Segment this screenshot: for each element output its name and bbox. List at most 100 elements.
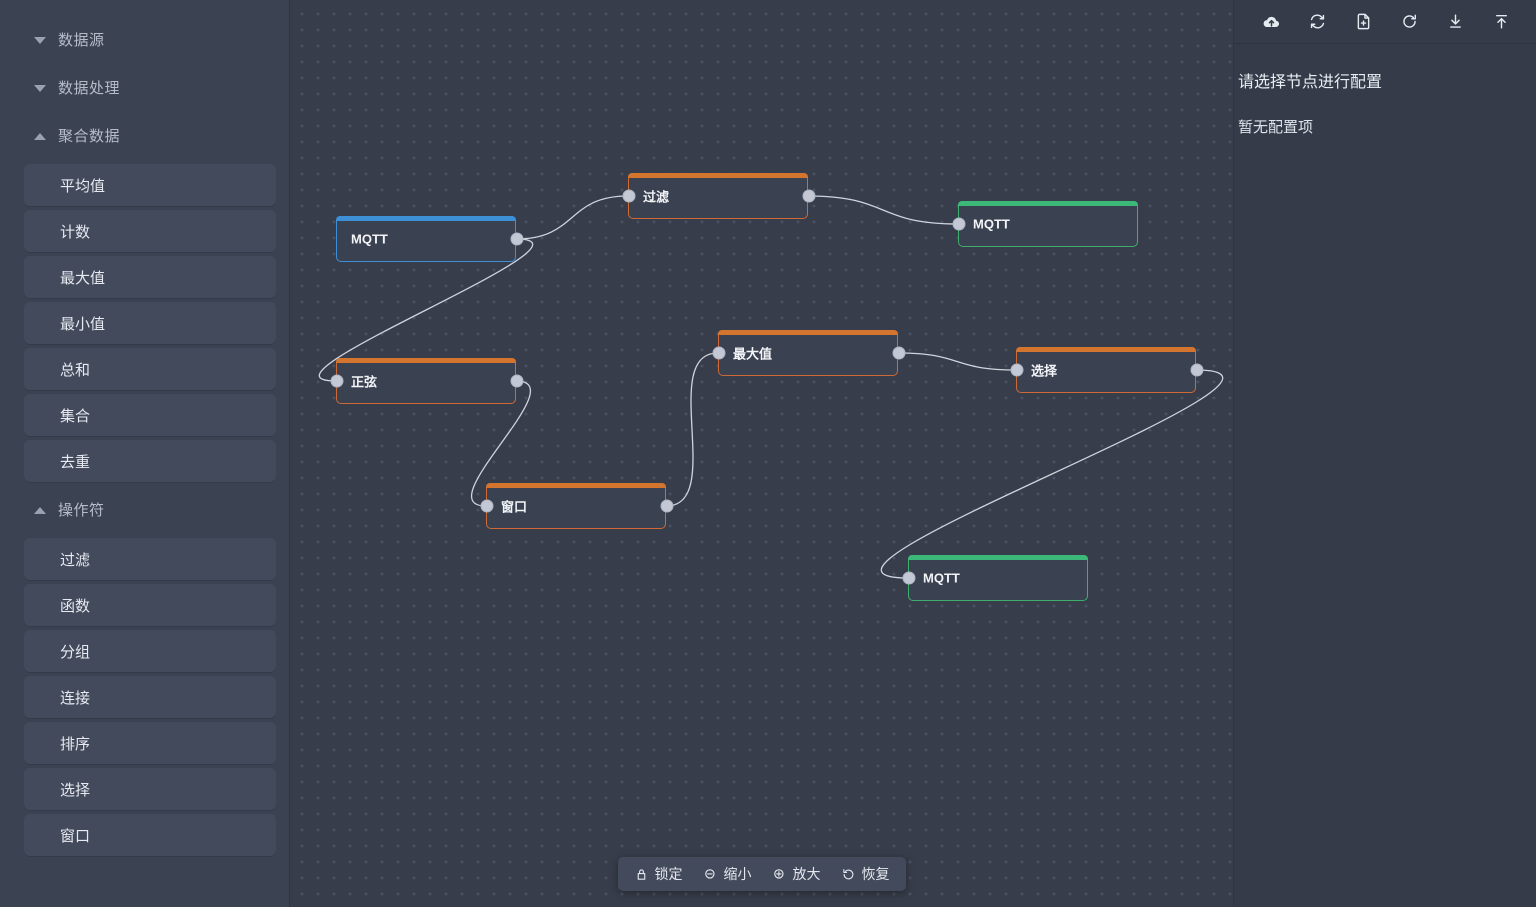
flow-node-MQTT[interactable]: MQTT bbox=[902, 555, 1088, 601]
node-palette-sidebar: 数据源数据处理聚合数据平均值计数最大值最小值总和集合去重操作符过滤函数分组连接排… bbox=[0, 0, 290, 907]
flow-edge[interactable] bbox=[515, 195, 629, 240]
flow-node-MQTT[interactable]: MQTT bbox=[336, 216, 524, 262]
node-port-out[interactable] bbox=[802, 189, 816, 203]
sidebar-item-窗口[interactable]: 窗口 bbox=[24, 814, 276, 856]
canvas-tool-label: 缩小 bbox=[723, 866, 752, 882]
flow-node-最大值[interactable]: 最大值 bbox=[712, 330, 906, 376]
canvas-tool-锁定[interactable]: 锁定 bbox=[624, 857, 693, 891]
sidebar-item-label: 最大值 bbox=[60, 269, 106, 287]
canvas-toolbar: 锁定 缩小 放大 恢复 bbox=[617, 857, 906, 891]
sidebar-group-数据源[interactable]: 数据源 bbox=[0, 16, 289, 64]
node-port-out[interactable] bbox=[892, 346, 906, 360]
node-port-out[interactable] bbox=[510, 374, 524, 388]
sidebar-item-label: 最小值 bbox=[60, 315, 106, 333]
flow-edge[interactable] bbox=[897, 352, 1017, 371]
flow-node-选择[interactable]: 选择 bbox=[1010, 347, 1204, 393]
canvas-tool-缩小[interactable]: 缩小 bbox=[693, 857, 762, 891]
node-port-in[interactable] bbox=[952, 217, 966, 231]
node-port-out[interactable] bbox=[510, 232, 524, 246]
chevron-up-icon bbox=[34, 132, 46, 140]
refresh-icon[interactable] bbox=[1386, 2, 1432, 42]
canvas-tool-label: 放大 bbox=[792, 866, 821, 882]
sidebar-item-label: 排序 bbox=[60, 735, 91, 753]
node-label: 过滤 bbox=[643, 189, 670, 205]
node-accent-bar bbox=[1016, 347, 1196, 352]
sidebar-item-计数[interactable]: 计数 bbox=[24, 210, 276, 252]
sync-icon[interactable] bbox=[1294, 2, 1340, 42]
node-port-in[interactable] bbox=[622, 189, 636, 203]
flow-node-过滤[interactable]: 过滤 bbox=[622, 173, 816, 219]
sidebar-group-操作符[interactable]: 操作符 bbox=[0, 486, 289, 534]
node-accent-bar bbox=[958, 201, 1138, 206]
node-port-in[interactable] bbox=[330, 374, 344, 388]
sidebar-item-连接[interactable]: 连接 bbox=[24, 676, 276, 718]
panel-body: 请选择节点进行配置 暂无配置项 bbox=[1234, 44, 1536, 140]
sidebar-item-label: 函数 bbox=[60, 597, 91, 615]
flow-edge[interactable] bbox=[665, 352, 719, 507]
sidebar-item-去重[interactable]: 去重 bbox=[24, 440, 276, 482]
sidebar-item-过滤[interactable]: 过滤 bbox=[24, 538, 276, 580]
sidebar-group-label: 操作符 bbox=[58, 501, 105, 519]
flow-edge[interactable] bbox=[470, 380, 532, 507]
sidebar-item-平均值[interactable]: 平均值 bbox=[24, 164, 276, 206]
sidebar-item-选择[interactable]: 选择 bbox=[24, 768, 276, 810]
sidebar-item-label: 选择 bbox=[60, 781, 91, 799]
flow-node-MQTT[interactable]: MQTT bbox=[952, 201, 1138, 247]
download-icon[interactable] bbox=[1432, 2, 1478, 42]
node-accent-bar bbox=[486, 483, 666, 488]
node-label: 窗口 bbox=[501, 499, 528, 515]
cloud-upload-icon[interactable] bbox=[1248, 2, 1294, 42]
flow-edge[interactable] bbox=[807, 195, 959, 225]
node-port-in[interactable] bbox=[1010, 363, 1024, 377]
canvas-tool-label: 恢复 bbox=[861, 866, 890, 882]
flow-node-窗口[interactable]: 窗口 bbox=[480, 483, 674, 529]
sidebar-item-最小值[interactable]: 最小值 bbox=[24, 302, 276, 344]
node-accent-bar bbox=[336, 216, 516, 221]
sidebar-item-分组[interactable]: 分组 bbox=[24, 630, 276, 672]
node-accent-bar bbox=[718, 330, 898, 335]
sidebar-group-聚合数据[interactable]: 聚合数据 bbox=[0, 112, 289, 160]
panel-title: 请选择节点进行配置 bbox=[1238, 74, 1383, 91]
sidebar-item-label: 分组 bbox=[60, 643, 91, 661]
sidebar-item-label: 计数 bbox=[60, 223, 91, 241]
panel-empty-text: 暂无配置项 bbox=[1238, 118, 1314, 136]
sidebar-group-数据处理[interactable]: 数据处理 bbox=[0, 64, 289, 112]
sidebar-item-总和[interactable]: 总和 bbox=[24, 348, 276, 390]
upload-icon[interactable] bbox=[1478, 2, 1524, 42]
node-label: 最大值 bbox=[733, 346, 773, 362]
sidebar-item-label: 去重 bbox=[60, 453, 91, 471]
canvas-tool-label: 锁定 bbox=[654, 866, 683, 882]
flow-canvas[interactable]: MQTT 过滤 MQTT 正弦 最大值选择窗口 MQTT 锁定 缩小 放大 恢复 bbox=[290, 0, 1234, 907]
flow-edge[interactable] bbox=[880, 369, 1224, 579]
node-label: MQTT bbox=[973, 216, 1010, 232]
node-port-in[interactable] bbox=[712, 346, 726, 360]
sidebar-item-最大值[interactable]: 最大值 bbox=[24, 256, 276, 298]
flow-node-正弦[interactable]: 正弦 bbox=[330, 358, 524, 404]
panel-toolbar bbox=[1234, 0, 1536, 44]
node-accent-bar bbox=[628, 173, 808, 178]
sidebar-item-label: 过滤 bbox=[60, 551, 91, 569]
node-port-in[interactable] bbox=[480, 499, 494, 513]
flow-edge[interactable] bbox=[318, 238, 534, 382]
node-port-in[interactable] bbox=[902, 571, 916, 585]
sidebar-item-label: 总和 bbox=[60, 361, 91, 379]
sidebar-group-label: 数据源 bbox=[58, 31, 105, 49]
sidebar-item-label: 集合 bbox=[60, 407, 91, 425]
sidebar-item-函数[interactable]: 函数 bbox=[24, 584, 276, 626]
sidebar-group-label: 数据处理 bbox=[58, 79, 121, 97]
chevron-down-icon bbox=[34, 36, 46, 44]
node-accent-bar bbox=[336, 358, 516, 363]
node-label: 选择 bbox=[1031, 363, 1058, 379]
node-label: MQTT bbox=[923, 570, 960, 586]
reset-icon bbox=[841, 867, 856, 882]
node-port-out[interactable] bbox=[1190, 363, 1204, 377]
file-add-icon[interactable] bbox=[1340, 2, 1386, 42]
canvas-tool-恢复[interactable]: 恢复 bbox=[831, 857, 900, 891]
canvas-tool-放大[interactable]: 放大 bbox=[762, 857, 831, 891]
node-accent-bar bbox=[908, 555, 1088, 560]
node-port-out[interactable] bbox=[660, 499, 674, 513]
sidebar-item-排序[interactable]: 排序 bbox=[24, 722, 276, 764]
sidebar-item-集合[interactable]: 集合 bbox=[24, 394, 276, 436]
node-label: 正弦 bbox=[351, 374, 378, 390]
